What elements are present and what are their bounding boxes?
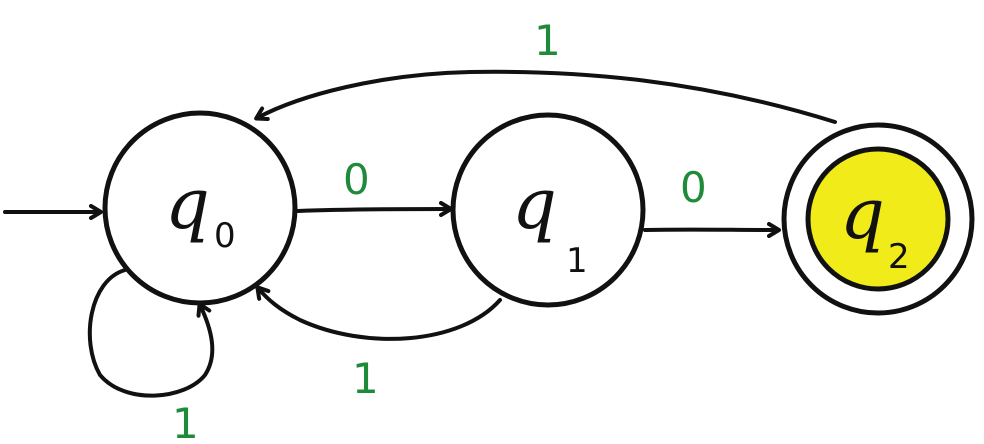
state-q0: q 0: [102, 110, 298, 306]
edge-q0-q1: [296, 201, 453, 218]
edge-q1-q0: [255, 285, 502, 341]
state-q0-symbol: q: [165, 163, 210, 245]
state-q1-subscript: 1: [566, 241, 588, 281]
state-q2: q 2: [781, 122, 975, 316]
state-q0-subscript: 0: [214, 216, 236, 256]
edge-q0-self: [87, 268, 215, 398]
accept-inner-ring: [805, 146, 951, 292]
edge-label-q0-self: 1: [172, 399, 199, 444]
state-q1-symbol: q: [512, 163, 557, 245]
edge-label-q1-q2: 0: [680, 163, 707, 212]
edge-label-q2-q0: 1: [534, 16, 561, 65]
state-q1: q 1: [450, 112, 646, 308]
edge-label-q1-q0: 1: [352, 354, 379, 403]
edge-label-q0-q1: 0: [343, 155, 370, 204]
state-q2-symbol: q: [840, 173, 885, 255]
state-q2-subscript: 2: [888, 237, 910, 277]
edge-q2-q0: [254, 69, 837, 124]
